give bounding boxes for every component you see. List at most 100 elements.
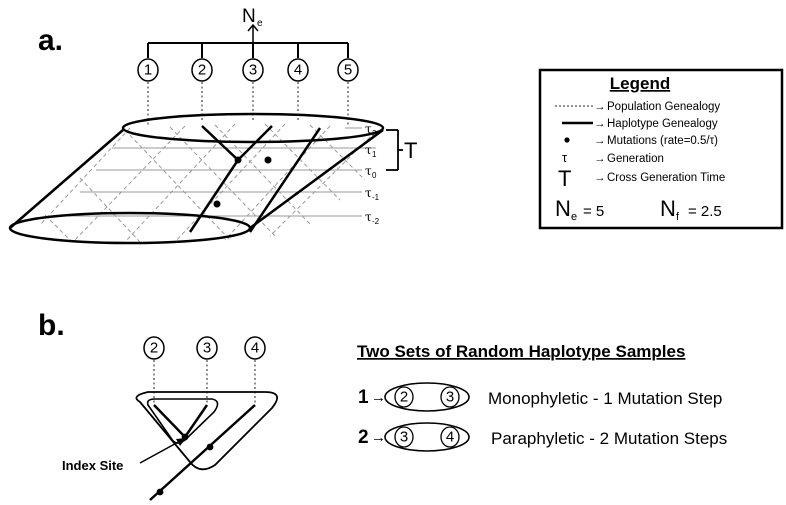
sample-set-2-arrow: → — [371, 429, 386, 446]
legend-nf-sub: f — [676, 211, 680, 223]
population-node-1: 1 — [137, 58, 159, 82]
tau-label-2: τ 2 — [365, 122, 377, 138]
panel-b-label: b. — [38, 309, 65, 342]
sample-set-2: 2 → 3 4 Paraphyletic - 2 Mutation Steps — [358, 422, 727, 452]
sample-set-1-node-a: 2 — [400, 389, 408, 406]
legend-item-cross-generation: T → Cross Generation Time — [558, 166, 725, 191]
tau-minus-1-sub: -1 — [372, 193, 380, 202]
index-site-arrow — [139, 438, 186, 464]
legend-nf-base: N — [660, 196, 676, 221]
tau-minus-1-base: τ — [365, 186, 372, 200]
population-node-2-label: 2 — [198, 62, 206, 79]
legend-item-text: Cross Generation Time — [607, 172, 725, 184]
mutation-dot — [156, 488, 164, 496]
population-node-5-label: 5 — [344, 62, 352, 79]
sample-set-2-node-a: 3 — [400, 429, 408, 446]
tau-label-minus-2: τ -2 — [365, 210, 380, 226]
tau-0-sub: 0 — [372, 171, 377, 180]
legend-ne-base: N — [555, 196, 571, 221]
ne-label: N e — [242, 6, 263, 29]
legend-arrow: → — [594, 135, 606, 147]
legend-arrow: → — [594, 153, 606, 165]
mutation-dot — [206, 443, 214, 451]
legend-box: Legend → Population Genealogy → Haplotyp… — [538, 68, 784, 230]
ne-label-sub: e — [257, 18, 263, 29]
legend-item-text: Generation — [607, 153, 664, 165]
sample-set-1-oval — [384, 382, 470, 412]
ne-label-base: N — [242, 6, 256, 27]
mutation-dot — [264, 156, 272, 164]
cross-generation-T: T — [404, 138, 417, 163]
sample-node-4-label: 4 — [251, 340, 259, 357]
tau-1-base: τ — [365, 143, 372, 157]
ne-arrow — [247, 23, 259, 42]
legend-item-text: Mutations (rate=0.5/τ) — [607, 135, 718, 147]
tau-label-minus-1: τ -1 — [365, 186, 380, 202]
sample-node-3: 3 — [196, 336, 218, 360]
population-dotted-drops — [147, 82, 349, 127]
legend-arrow: → — [594, 118, 606, 130]
sample-set-2-node-b: 4 — [446, 429, 454, 446]
mutation-dot — [213, 200, 221, 208]
population-cylinder — [8, 112, 385, 245]
sample-set-1: 1 → 2 3 Monophyletic - 1 Mutation Step — [358, 382, 722, 412]
tau-label-0: τ 0 — [365, 164, 377, 180]
haplotype-genealogy — [188, 125, 322, 233]
legend-item-text: Population Genealogy — [607, 101, 720, 113]
bottom-ellipse — [8, 211, 252, 245]
mutation-dot — [234, 156, 242, 164]
sample-set-1-node-b: 3 — [446, 389, 454, 406]
tau-1-sub: 1 — [372, 150, 377, 159]
population-node-4: 4 — [287, 58, 309, 82]
tau-label-1: τ 1 — [365, 143, 377, 159]
legend-tau-symbol: τ — [562, 150, 568, 165]
sample-mutation-dots — [156, 433, 214, 496]
samples-title: Two Sets of Random Haplotype Samples — [357, 342, 685, 361]
population-bracket — [147, 42, 349, 58]
index-site-label: Index Site — [62, 458, 123, 473]
mutation-dots — [213, 156, 272, 208]
legend-item-generation: τ → Generation — [562, 150, 664, 165]
sample-set-1-description: Monophyletic - 1 Mutation Step — [488, 389, 722, 408]
population-node-3: 3 — [242, 58, 264, 82]
tau-minus-2-base: τ — [365, 210, 372, 224]
tau-2-base: τ — [365, 122, 372, 136]
population-node-2: 2 — [191, 58, 213, 82]
panel-a-label: a. — [38, 24, 63, 57]
population-node-5: 5 — [337, 58, 359, 82]
sample-set-2-description: Paraphyletic - 2 Mutation Steps — [491, 429, 727, 448]
legend-arrow: → — [594, 101, 606, 113]
sample-node-2-label: 2 — [150, 340, 158, 357]
legend-ne-sub: e — [571, 211, 577, 223]
legend-item-haplotype: → Haplotype Genealogy — [562, 118, 718, 130]
legend-nf-value: N f = 2.5 — [660, 196, 722, 223]
sample-set-1-arrow: → — [371, 389, 386, 406]
population-node-3-label: 3 — [249, 62, 257, 79]
population-node-1-label: 1 — [144, 62, 152, 79]
sample-dotted-drops — [153, 360, 256, 405]
legend-item-mutation: → Mutations (rate=0.5/τ) — [564, 135, 718, 147]
legend-nf-number: = 2.5 — [688, 203, 722, 220]
population-node-4-label: 4 — [294, 62, 302, 79]
legend-item-population: → Population Genealogy — [555, 101, 720, 113]
legend-ne-number: = 5 — [583, 203, 604, 220]
legend-title: Legend — [610, 74, 670, 93]
sample-node-4: 4 — [244, 336, 266, 360]
sample-set-2-number: 2 — [358, 427, 369, 448]
sample-set-2-oval — [384, 422, 470, 452]
top-ellipse — [121, 112, 385, 144]
sample-enclosure-outer — [135, 391, 278, 471]
tau-2-sub: 2 — [372, 129, 377, 138]
sample-node-3-label: 3 — [203, 340, 211, 357]
tau-minus-2-sub: -2 — [372, 217, 380, 226]
sample-node-2: 2 — [143, 336, 165, 360]
tau-0-base: τ — [365, 164, 372, 178]
cross-generation-bracket — [386, 129, 403, 171]
legend-T-symbol: T — [558, 166, 571, 191]
legend-item-text: Haplotype Genealogy — [607, 118, 718, 130]
mutation-dot-icon — [564, 137, 570, 143]
sample-haplotype-tree — [149, 404, 256, 501]
sample-set-1-number: 1 — [358, 387, 369, 408]
legend-ne-value: N e = 5 — [555, 196, 604, 223]
